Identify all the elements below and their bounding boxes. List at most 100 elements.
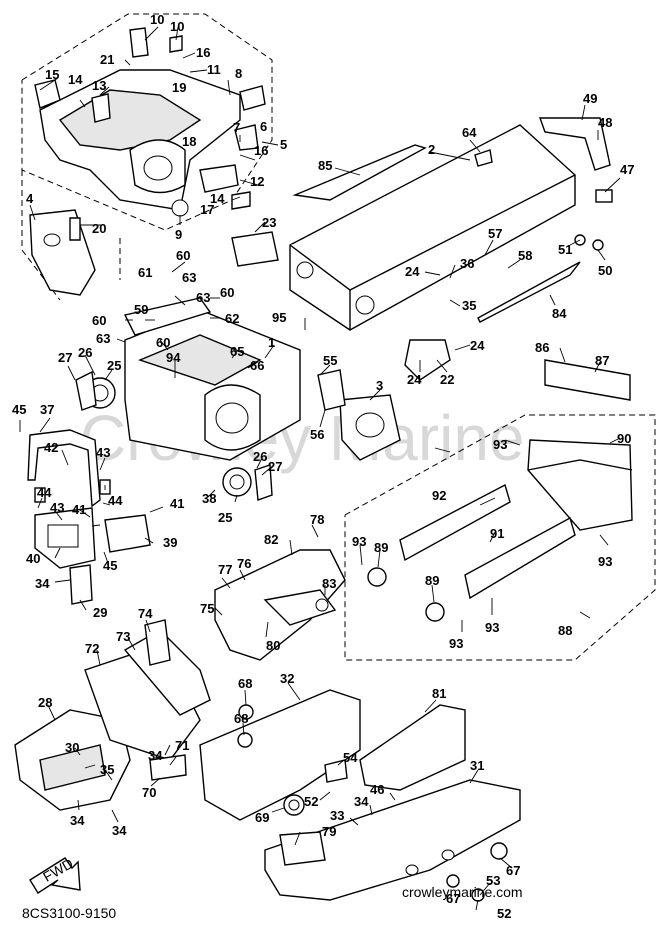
callout-26-b: 26 [253, 449, 267, 464]
middle-frame-assembly [75, 297, 401, 501]
callout-8: 8 [235, 66, 242, 81]
callout-60: 60 [156, 335, 170, 350]
callout-21: 21 [100, 52, 114, 67]
callout-44-a: 44 [37, 485, 52, 500]
callout-53: 53 [486, 873, 500, 888]
callout-93-b: 93 [598, 554, 612, 569]
callout-59: 59 [134, 302, 148, 317]
callout-64: 64 [462, 125, 477, 140]
lower-right-hull [264, 704, 521, 902]
callout-86: 86 [535, 340, 549, 355]
callout-93-d: 93 [485, 620, 499, 635]
callout-63-b: 63 [196, 290, 210, 305]
callout-36: 36 [460, 256, 474, 271]
diagram-id: 8CS3100-9150 [22, 905, 116, 921]
fwd-arrow: FWD [29, 855, 81, 894]
callout-42: 42 [44, 440, 58, 455]
callout-3: 3 [376, 378, 383, 393]
callout-76: 76 [237, 556, 251, 571]
callout-56: 56 [310, 427, 324, 442]
callout-2: 2 [428, 142, 435, 157]
site-label[interactable]: crowleymarine.com [402, 884, 523, 900]
callout-10-a: 10 [150, 12, 164, 27]
callout-25-a: 25 [107, 358, 121, 373]
callout-57: 57 [488, 226, 502, 241]
callout-30: 30 [65, 740, 79, 755]
callout-44-b: 44 [108, 493, 123, 508]
callout-87: 87 [595, 353, 609, 368]
callout-43-b: 43 [50, 500, 64, 515]
lower-center-panels [199, 549, 361, 821]
callout-55: 55 [323, 353, 337, 368]
callout-80: 80 [266, 638, 280, 653]
callout-27-a: 27 [58, 350, 72, 365]
callout-22: 22 [440, 372, 454, 387]
callout-63-c: 63 [96, 331, 110, 346]
callout-14-b: 14 [210, 191, 225, 206]
callout-58: 58 [518, 248, 532, 263]
callout-45-a: 45 [12, 402, 26, 417]
callout-48: 48 [598, 115, 612, 130]
callout-47: 47 [620, 162, 634, 177]
callout-33: 33 [330, 808, 344, 823]
callout-71: 71 [175, 738, 189, 753]
callout-61: 61 [138, 265, 152, 280]
callout-69: 69 [255, 810, 269, 825]
callout-24-c: 24 [407, 372, 422, 387]
callout-89-a: 89 [374, 540, 388, 555]
callout-68-b: 68 [234, 711, 248, 726]
callout-52-a: 52 [304, 794, 318, 809]
callout-6: 6 [260, 119, 267, 134]
callout-labels: 10 10 16 21 11 8 15 14 13 19 7 6 5 18 16… [12, 12, 634, 921]
lower-left-panels [14, 619, 211, 811]
callout-27-b: 27 [268, 459, 282, 474]
callout-34-d: 34 [148, 748, 163, 763]
callout-51: 51 [558, 242, 572, 257]
callout-95: 95 [272, 310, 286, 325]
callout-24-b: 24 [470, 338, 485, 353]
callout-88: 88 [558, 623, 572, 638]
callout-65: 65 [230, 344, 244, 359]
callout-1: 1 [268, 335, 275, 350]
callout-14-a: 14 [68, 72, 83, 87]
callout-17: 17 [200, 202, 214, 217]
callout-25-b: 25 [218, 510, 232, 525]
callout-23: 23 [262, 215, 276, 230]
callout-72: 72 [85, 641, 99, 656]
callout-75: 75 [200, 601, 214, 616]
tunnel-assembly [289, 117, 613, 381]
callout-18: 18 [182, 134, 196, 149]
callout-40: 40 [26, 551, 40, 566]
callout-50: 50 [598, 263, 612, 278]
leader-lines [19, 26, 621, 911]
callout-41-a: 41 [72, 502, 86, 517]
callout-90: 90 [617, 431, 631, 446]
callout-62: 62 [225, 311, 239, 326]
callout-73: 73 [116, 629, 130, 644]
callout-60-a: 60 [176, 248, 190, 263]
callout-39: 39 [163, 535, 177, 550]
callout-16-a: 16 [196, 45, 210, 60]
callout-54: 54 [343, 750, 358, 765]
callout-16-b: 16 [254, 143, 268, 158]
callout-32: 32 [280, 671, 294, 686]
callout-89-b: 89 [425, 573, 439, 588]
callout-84: 84 [552, 306, 567, 321]
callout-83: 83 [322, 576, 336, 591]
callout-45-b: 45 [103, 558, 117, 573]
callout-70: 70 [142, 785, 156, 800]
callout-15: 15 [45, 67, 59, 82]
callout-41-b: 41 [170, 496, 184, 511]
callout-52-b: 52 [497, 906, 511, 921]
callout-34-e: 34 [354, 794, 369, 809]
callout-46: 46 [370, 782, 384, 797]
callout-12: 12 [250, 174, 264, 189]
callout-67-b: 67 [446, 891, 460, 906]
callout-34-a: 34 [35, 576, 50, 591]
callout-94: 94 [166, 350, 181, 365]
callout-93-c: 93 [352, 534, 366, 549]
callout-60-c: 60 [92, 313, 106, 328]
callout-92: 92 [432, 488, 446, 503]
callout-11: 11 [207, 62, 221, 77]
upper-frame-assembly [29, 27, 279, 296]
